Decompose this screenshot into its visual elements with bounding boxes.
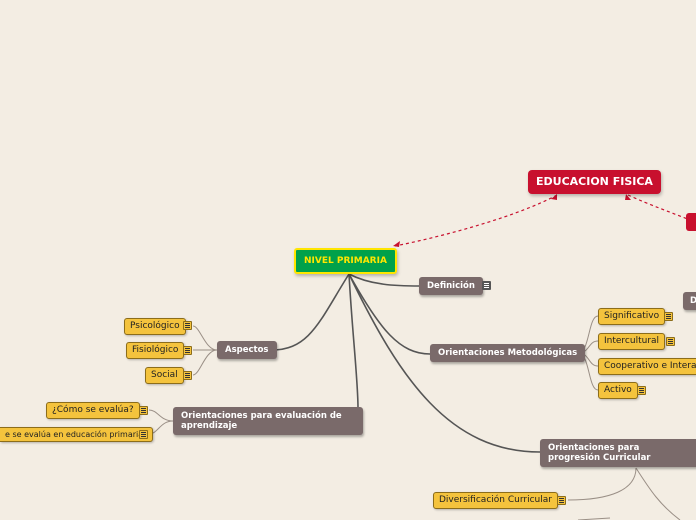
note-icon[interactable] <box>666 337 675 346</box>
note-icon[interactable] <box>183 371 192 380</box>
root-topic-label: EDUCACION FISICA <box>536 175 653 188</box>
leaf-intercultural[interactable]: Intercultural <box>598 333 666 350</box>
branch-definicion[interactable]: Definición <box>419 277 483 295</box>
leaf-social-label: Social <box>151 370 178 380</box>
leaf-psicologico-label: Psicológico <box>130 321 180 331</box>
leaf-fisiologico[interactable]: Fisiológico <box>126 342 185 359</box>
leaf-significativo[interactable]: Significativo <box>598 308 666 325</box>
root-topic[interactable]: EDUCACION FISICA <box>528 170 661 194</box>
note-icon[interactable] <box>664 312 673 321</box>
note-icon[interactable] <box>183 346 192 355</box>
branch-progresion-label: Orientaciones para progresión Curricular <box>548 443 651 463</box>
leaf-psicologico[interactable]: Psicológico <box>124 318 186 335</box>
branch-orientaciones-evaluacion[interactable]: Orientaciones para evaluación de aprendi… <box>173 407 363 435</box>
leaf-significativo-label: Significativo <box>604 311 660 321</box>
note-icon[interactable] <box>557 496 566 505</box>
leaf-que-se-evalua-label: e se evalúa en educación primaria? <box>5 430 148 439</box>
leaf-diversificacion-curricular[interactable]: Diversificación Curricular <box>433 492 558 509</box>
leaf-activo[interactable]: Activo <box>598 382 638 399</box>
branch-evaluacion-label: Orientaciones para evaluación de aprendi… <box>181 411 342 431</box>
branch-definicion-label: Definición <box>427 281 475 291</box>
leaf-intercultural-label: Intercultural <box>604 336 660 346</box>
branch-right-partial-label: D <box>690 296 696 306</box>
note-icon[interactable] <box>637 386 646 395</box>
leaf-activo-label: Activo <box>604 385 632 395</box>
note-icon[interactable] <box>482 281 491 290</box>
leaf-cooperativo[interactable]: Cooperativo e Intera <box>598 358 696 375</box>
main-topic-label: NIVEL PRIMARIA <box>304 256 387 266</box>
leaf-fisiologico-label: Fisiológico <box>132 345 179 355</box>
right-partial-node[interactable] <box>686 213 696 231</box>
leaf-cooperativo-label: Cooperativo e Intera <box>604 361 696 371</box>
branch-orientaciones-metodologicas[interactable]: Orientaciones Metodológicas <box>430 344 586 362</box>
note-icon[interactable] <box>139 406 148 415</box>
branch-aspectos-label: Aspectos <box>225 345 269 355</box>
leaf-social[interactable]: Social <box>145 367 184 384</box>
leaf-diversificacion-label: Diversificación Curricular <box>439 495 552 505</box>
leaf-como-se-evalua-label: ¿Cómo se evalúa? <box>52 405 134 415</box>
leaf-como-se-evalua[interactable]: ¿Cómo se evalúa? <box>46 402 140 419</box>
note-icon[interactable] <box>139 430 148 439</box>
branch-orientaciones-progresion[interactable]: Orientaciones para progresión Curricular <box>540 439 696 467</box>
branch-right-partial[interactable]: D <box>683 292 696 310</box>
branch-aspectos[interactable]: Aspectos <box>217 341 277 359</box>
branch-metodologicas-label: Orientaciones Metodológicas <box>438 348 578 358</box>
leaf-que-se-evalua[interactable]: e se evalúa en educación primaria? <box>0 427 154 442</box>
main-topic-nivel-primaria[interactable]: NIVEL PRIMARIA <box>294 248 397 274</box>
note-icon[interactable] <box>183 321 192 330</box>
